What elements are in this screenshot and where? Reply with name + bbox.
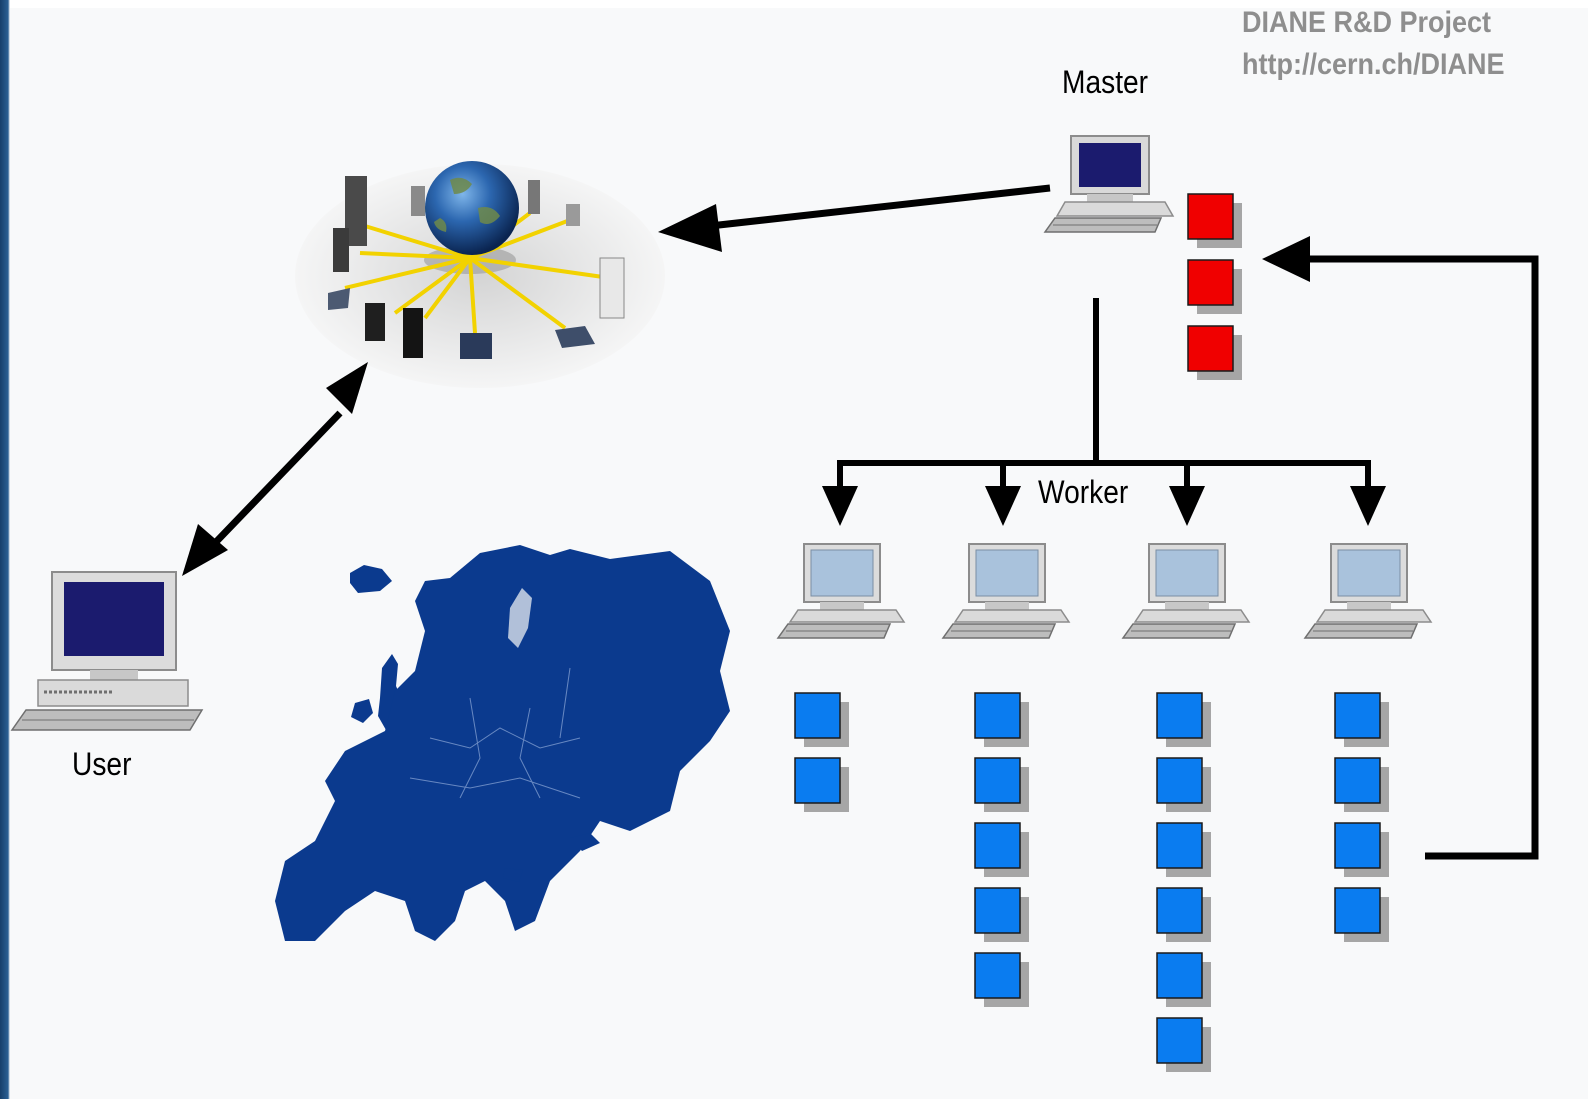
worker-label: Worker bbox=[1038, 474, 1129, 510]
credit-project: DIANE R&D Project bbox=[1242, 6, 1492, 39]
master-task-box bbox=[1187, 325, 1242, 380]
arrowhead-to-user bbox=[182, 524, 228, 576]
connectors bbox=[182, 184, 1539, 860]
worker-2-task-box bbox=[974, 887, 1029, 942]
user-computer-icon bbox=[10, 570, 204, 732]
worker-2-computer-icon bbox=[942, 543, 1070, 639]
worker-1-task-box bbox=[794, 692, 849, 747]
worker-3-task-box bbox=[1156, 952, 1211, 1007]
arrowhead-worker-3 bbox=[1169, 486, 1205, 526]
worker-4-computer-icon bbox=[1304, 543, 1432, 639]
worker-2-task-box bbox=[974, 692, 1029, 747]
arrow-results-loop bbox=[1308, 255, 1539, 860]
arrow-master-to-grid bbox=[709, 184, 1051, 230]
worker-4-task-box bbox=[1334, 692, 1389, 747]
user-label: User bbox=[72, 746, 132, 782]
worker-3-task-box bbox=[1156, 757, 1211, 812]
diagram-svg bbox=[10, 135, 1539, 1072]
worker-3-task-box bbox=[1156, 822, 1211, 877]
arrowhead-worker-1 bbox=[822, 486, 858, 526]
worker-2-task-box bbox=[974, 757, 1029, 812]
grid-network-globe-icon bbox=[295, 161, 665, 388]
worker-3-computer-icon bbox=[1122, 543, 1250, 639]
master-computer-icon bbox=[1044, 135, 1174, 233]
credit-url: http://cern.ch/DIANE bbox=[1242, 48, 1505, 81]
worker-3-task-box bbox=[1156, 692, 1211, 747]
worker-1-computer-icon bbox=[777, 543, 905, 639]
arrow-user-grid bbox=[212, 410, 343, 546]
worker-4-task-box bbox=[1334, 757, 1389, 812]
diagram-canvas: DIANE R&D Project http://cern.ch/DIANE M… bbox=[10, 6, 1588, 1099]
master-task-box bbox=[1187, 193, 1242, 248]
worker-4-task-box bbox=[1334, 887, 1389, 942]
worker-1-task-box bbox=[794, 757, 849, 812]
task-queues bbox=[794, 193, 1389, 1072]
arrowhead-worker-4 bbox=[1350, 486, 1386, 526]
arrowhead-worker-2 bbox=[985, 486, 1021, 526]
arrowhead-master-queue bbox=[1262, 236, 1310, 282]
worker-4-task-box bbox=[1334, 822, 1389, 877]
worker-2-task-box bbox=[974, 952, 1029, 1007]
master-label: Master bbox=[1062, 64, 1149, 100]
worker-3-task-box bbox=[1156, 887, 1211, 942]
worker-3-task-box bbox=[1156, 1017, 1211, 1072]
europe-map-icon bbox=[275, 545, 730, 941]
arrowhead-grid bbox=[658, 204, 722, 252]
master-task-box bbox=[1187, 259, 1242, 314]
arrowhead-to-grid bbox=[326, 362, 368, 414]
worker-2-task-box bbox=[974, 822, 1029, 877]
